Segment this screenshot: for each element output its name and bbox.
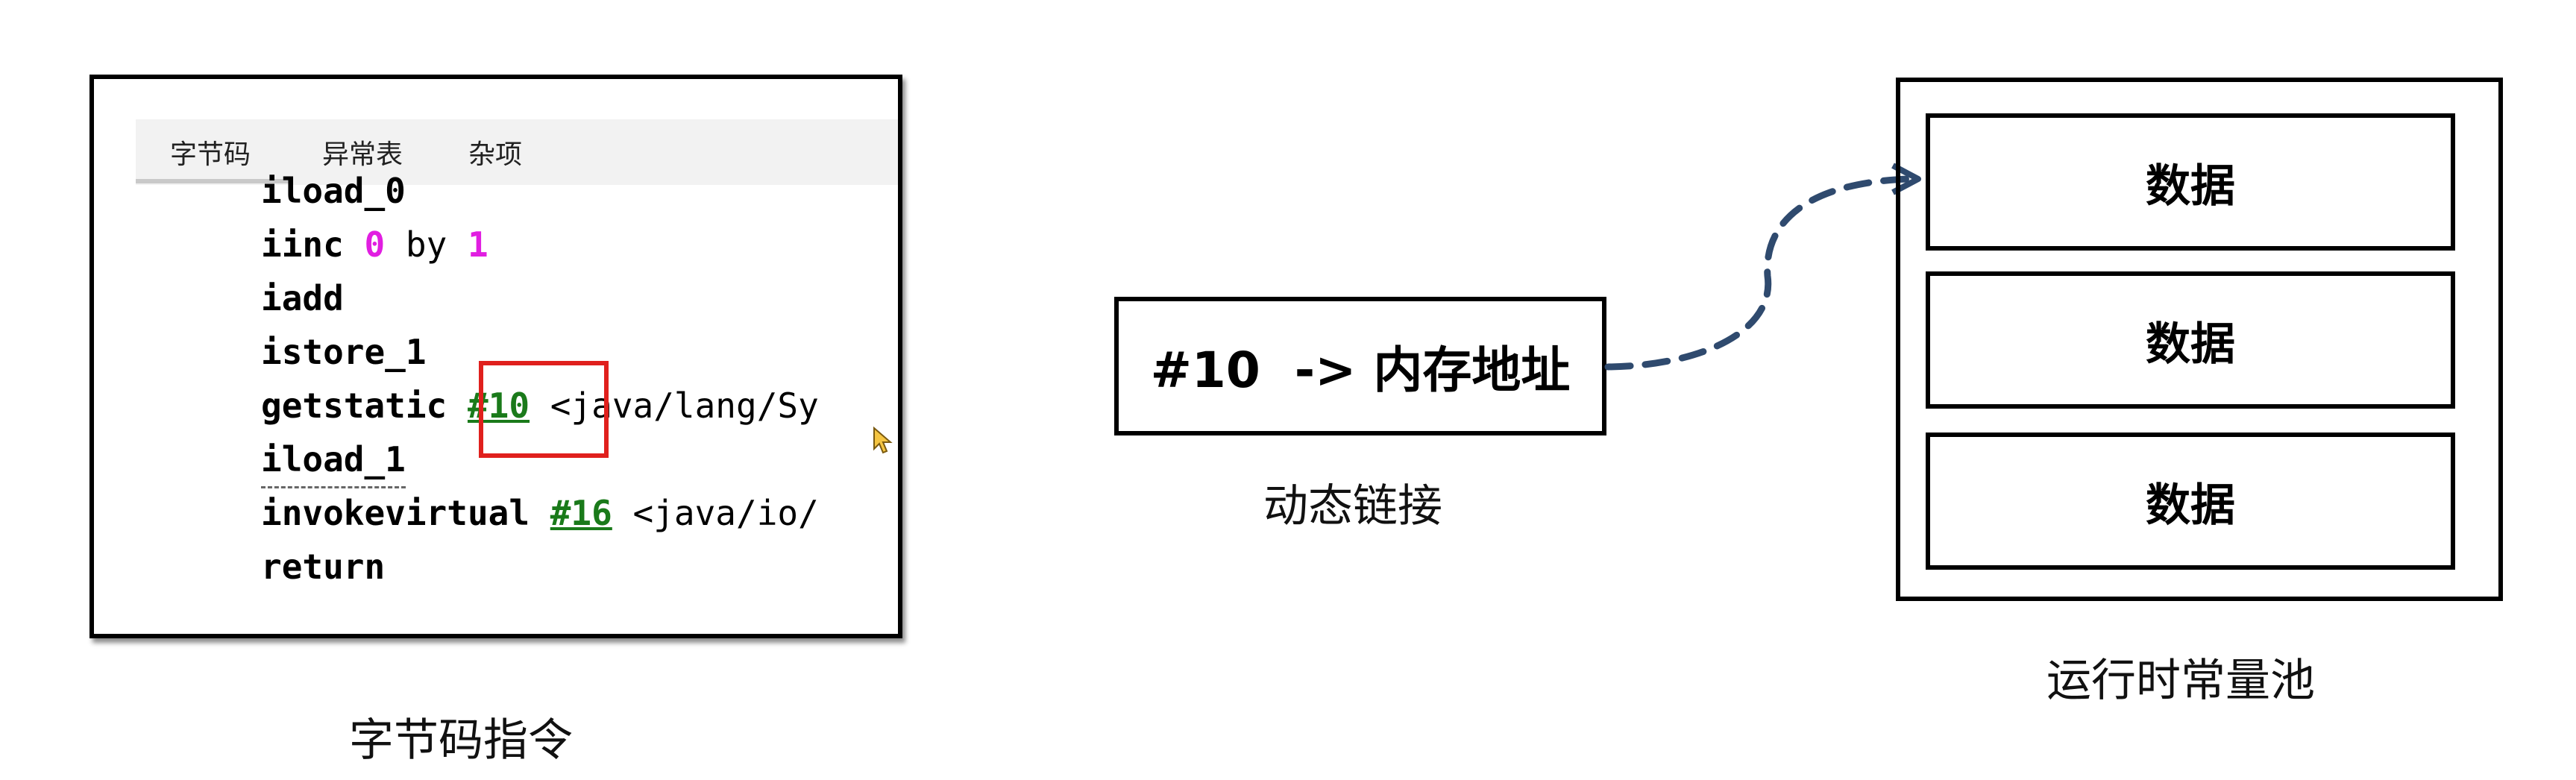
instruction: iload_0 (261, 171, 406, 211)
pool-item: 数据 (1926, 271, 2455, 409)
bytecode-panel: 字节码 异常表 杂项 5 6 iload_0 6 7 iinc 0 by 1 7… (89, 75, 902, 638)
constant-pool-caption: 运行时常量池 (2046, 655, 2315, 707)
constant-pool-ref[interactable]: #10 (467, 386, 530, 426)
bytecode-caption: 字节码指令 (349, 714, 573, 767)
instruction: return (261, 547, 386, 587)
tab-bytecode[interactable]: 字节码 (170, 139, 251, 170)
highlight-box (479, 361, 609, 458)
arrow-head-icon (1891, 163, 1921, 195)
mouse-cursor-icon (873, 427, 893, 454)
instruction-line: invokevirtual #16 <java/io/ (261, 486, 819, 540)
pool-item: 数据 (1926, 433, 2455, 570)
dashed-connector (1604, 175, 1913, 371)
operand: 1 (467, 224, 489, 265)
class-reference: <java/io/ (632, 493, 819, 533)
instruction: iadd (261, 278, 344, 318)
tab-exception-table[interactable]: 异常表 (322, 139, 403, 170)
dynamic-link-caption: 动态链接 (1263, 480, 1442, 532)
pool-item: 数据 (1926, 113, 2455, 251)
tab-misc[interactable]: 杂项 (468, 139, 523, 170)
instruction-line: iinc 0 by 1 (261, 218, 489, 271)
dynamic-link-box: #10 -> 内存地址 (1114, 297, 1606, 435)
class-reference: <java/lang/Sy (550, 386, 819, 426)
instruction: invokevirtual (261, 493, 530, 533)
operand: 0 (364, 224, 386, 265)
dynamic-link-label: #10 -> 内存地址 (1150, 342, 1571, 399)
runtime-constant-pool: 数据 数据 数据 (1896, 78, 2503, 601)
keyword-by: by (405, 224, 447, 265)
constant-pool-ref[interactable]: #16 (550, 493, 612, 533)
tab-bar: 字节码 异常表 杂项 (136, 119, 898, 185)
instruction: getstatic (261, 386, 447, 426)
instruction-line: getstatic #10 <java/lang/Sy (261, 379, 819, 433)
instruction: iinc (261, 224, 344, 265)
instruction: iload_1 (261, 433, 406, 488)
instruction: istore_1 (261, 332, 427, 372)
active-tab-indicator (136, 179, 292, 183)
